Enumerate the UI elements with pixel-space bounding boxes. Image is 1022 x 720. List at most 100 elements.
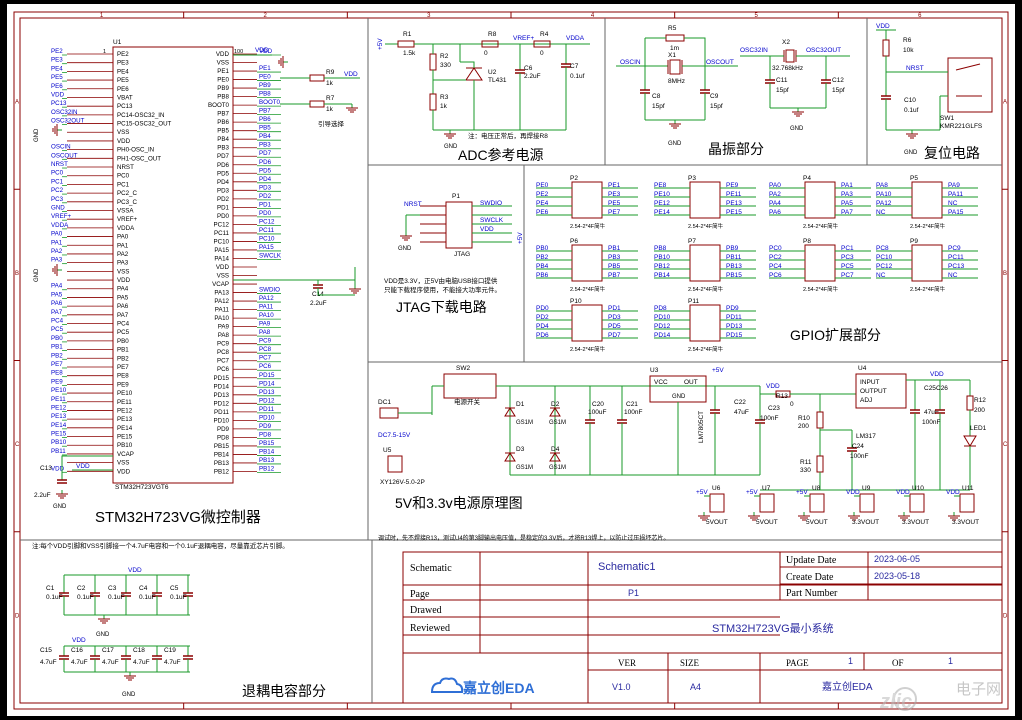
mcu-left-pin: PB0 (117, 338, 129, 345)
nrst-net: NRST (404, 201, 422, 208)
u3-val: LM7805CT (698, 411, 705, 443)
gpio-right-net: PA3 (841, 191, 853, 198)
u3-vcc: VCC (654, 379, 668, 386)
gpio-right-net: PB9 (726, 245, 739, 252)
out-label: 5VOUT (806, 519, 828, 526)
body (759, 493, 775, 513)
r11-ref: R11 (800, 459, 812, 466)
mcu-left-pin: PH1-OSC_OUT (117, 155, 161, 162)
diode (549, 452, 561, 462)
c26-ref: C26 (936, 385, 948, 392)
u4-output: OUTPUT (860, 388, 887, 395)
mcu-left-pin: PB2 (117, 355, 129, 362)
mcu-left-pin: PC0 (117, 173, 130, 180)
mcu-left-net: PE5 (51, 74, 63, 81)
schematic-label: Schematic (410, 563, 452, 574)
r10-val: 200 (798, 423, 809, 430)
c22-ref: C22 (734, 399, 746, 406)
sw2-ref: SW2 (456, 365, 470, 372)
mcu-left-pin: PA1 (117, 242, 129, 249)
paper (7, 4, 1015, 716)
jtag-block-title: JTAG下载电路 (396, 299, 487, 315)
jtag-note: VDD是3.3V，正5V由电脑USB接口提供 (384, 276, 498, 285)
gpio-right-net: PD15 (726, 332, 743, 339)
gpio-right-net: PB11 (726, 254, 742, 261)
gpio-right-net: PB13 (726, 263, 742, 270)
page-value: P1 (628, 588, 639, 598)
gpio-footprint: 2.54-2*4F简牛 (910, 222, 946, 230)
jtag-name: JTAG (454, 251, 470, 258)
mcu-left-pin: PE10 (117, 390, 133, 397)
mcu-right-pin: PD9 (217, 426, 230, 433)
gpio-footprint: 2.54-2*4F简牛 (803, 285, 839, 293)
mcu-left-pin: PC2_C (117, 190, 137, 197)
gpio-left-net: PE0 (536, 182, 549, 189)
mcu-left-pin: PB1 (117, 347, 129, 354)
gpio-right-net: PC5 (841, 263, 854, 270)
dc1-ref: DC1 (378, 399, 391, 406)
ver-value: V1.0 (612, 682, 631, 692)
led-body (963, 435, 977, 447)
u3-out: OUT (684, 379, 698, 386)
partno-label: Part Number (786, 588, 838, 599)
mcu-right-net: PB14 (259, 448, 275, 455)
mcu-left-pin: PC13 (117, 103, 133, 110)
decap-val: 0.1uF (46, 594, 63, 601)
r5-val: 1m (670, 45, 679, 52)
gpio-left-net: PB8 (654, 245, 667, 252)
c6-ref: C6 (524, 65, 533, 72)
out-net: +5V (746, 489, 758, 496)
mcu-right-net: PD4 (259, 176, 272, 183)
mcu-right-pin: PD14 (214, 383, 230, 390)
row-marker-left: D (15, 613, 20, 619)
out-ref: U10 (912, 485, 924, 492)
mcu-right-net: PC10 (259, 235, 275, 242)
decap-ref: C15 (40, 647, 52, 654)
gpio-left-net: PA12 (876, 200, 892, 207)
gpio-left-net: PB10 (654, 254, 670, 261)
body (689, 181, 721, 219)
body (859, 493, 875, 513)
size-value: A4 (690, 682, 701, 692)
gpio-left-net: PB6 (536, 272, 549, 279)
c11-ref: C11 (776, 77, 788, 84)
mcu-right-net: SWCLK (259, 252, 282, 259)
mcu-left-net: PE7 (51, 361, 63, 368)
r4-ref: R4 (540, 31, 549, 38)
mcu-left-pin: PC5 (117, 329, 130, 336)
gpio-left-net: PC2 (769, 254, 782, 261)
mcu-right-pin: PB13 (214, 460, 230, 467)
gpio-right-net: PB3 (608, 254, 621, 261)
c8-ref: C8 (652, 93, 661, 100)
mcu-left-pin: PE11 (117, 399, 132, 406)
mcu-right-pin: PC11 (214, 230, 230, 237)
gpio-footprint: 2.54-2*4F简牛 (910, 285, 946, 293)
gpio-left-net: PB2 (536, 254, 549, 261)
mcu-right-net: PB6 (259, 116, 271, 123)
mcu-right-net: PC6 (259, 363, 272, 370)
mcu-right-pin: PD11 (214, 409, 230, 416)
gpio-right-net: PA15 (948, 209, 964, 216)
gpio-right-net: PC13 (948, 263, 965, 270)
gpio-left-net: PA10 (876, 191, 892, 198)
gpio-right-net: PA11 (948, 191, 963, 198)
body (669, 59, 681, 75)
mcu-right-pin: PD1 (217, 204, 230, 211)
mcu-right-pin: PB12 (214, 468, 230, 475)
r12-ref: R12 (974, 397, 986, 404)
mcu-left-net: PE15 (51, 431, 67, 438)
mcu-right-net: PB15 (259, 440, 275, 447)
mcu-right-pin: PC7 (217, 358, 230, 365)
mcu-right-pin: PC10 (214, 238, 230, 245)
mcu-left-net: PA1 (51, 239, 63, 246)
vref-net: VREF+ (513, 35, 534, 42)
watermark-site: 电子网 (956, 680, 1001, 698)
col-marker-top: 2 (264, 13, 268, 19)
gpio-left-net: PE12 (654, 200, 670, 207)
schematic-value: Schematic1 (598, 561, 655, 573)
c6-val: 2.2uF (524, 73, 541, 80)
gnd-label: GND (122, 692, 136, 698)
mcu-left-pin: PE14 (117, 425, 133, 432)
mcu-left-net: PB0 (51, 335, 63, 342)
